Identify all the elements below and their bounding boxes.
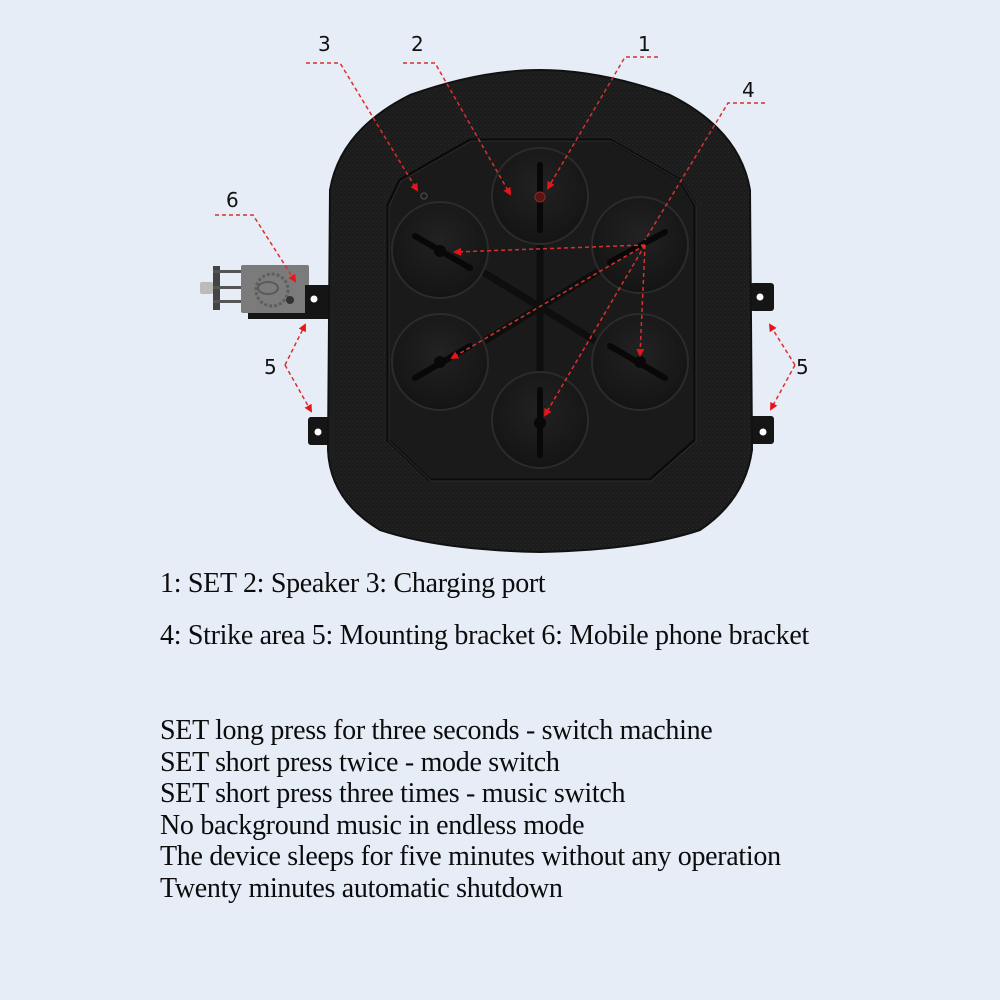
strike-pad-lower-right (591, 313, 689, 411)
strike-pad-lower-left (391, 313, 489, 411)
callout-line-2 (403, 62, 511, 196)
legend-line-1: 1: SET 2: Speaker 3: Charging port (160, 568, 546, 599)
mounting-bracket-left-bottom (308, 417, 330, 445)
callout-number-2: 2 (411, 32, 424, 56)
callout-line-6 (215, 214, 297, 283)
instruction-item: No background music in endless mode (160, 809, 585, 841)
charging-port (420, 192, 428, 200)
mounting-bracket-right-bottom (750, 416, 774, 444)
callout-number-6: 6 (226, 188, 239, 212)
instruction-item: SET short press twice - mode switch (160, 746, 560, 778)
callout-line-4 (644, 102, 765, 241)
strike-pad-bottom (491, 371, 589, 469)
strike-pad-upper-left (391, 201, 489, 299)
callout-number-5-right: 5 (796, 355, 809, 379)
mobile-phone-bracket (200, 265, 330, 319)
set-button[interactable] (534, 191, 546, 203)
instruction-item: SET short press three times - music swit… (160, 778, 626, 809)
device-diagram: 3 2 1 4 6 5 5 (200, 32, 809, 554)
callout-number-4: 4 (742, 78, 755, 102)
instruction-item: SET long press for three seconds - switc… (160, 715, 713, 746)
callout-number-3: 3 (318, 32, 331, 56)
callout-line-5-right (768, 323, 796, 366)
callout-line-3 (306, 62, 419, 192)
strike-pad-upper-right (591, 196, 689, 294)
callout-number-1: 1 (638, 32, 651, 56)
strike-pad-top (491, 147, 589, 245)
legend-line-2: 4: Strike area 5: Mounting bracket 6: Mo… (160, 620, 809, 651)
instruction-item: The device sleeps for five minutes witho… (160, 841, 781, 872)
instruction-item: Twenty minutes automatic shutdown (160, 872, 563, 904)
callout-line-1 (546, 56, 658, 190)
mounting-bracket-right-top (750, 283, 774, 311)
callout-number-5-left: 5 (264, 355, 277, 379)
callout-line-5-left (284, 323, 306, 366)
instructions-list: SET long press for three seconds - switc… (160, 715, 781, 904)
